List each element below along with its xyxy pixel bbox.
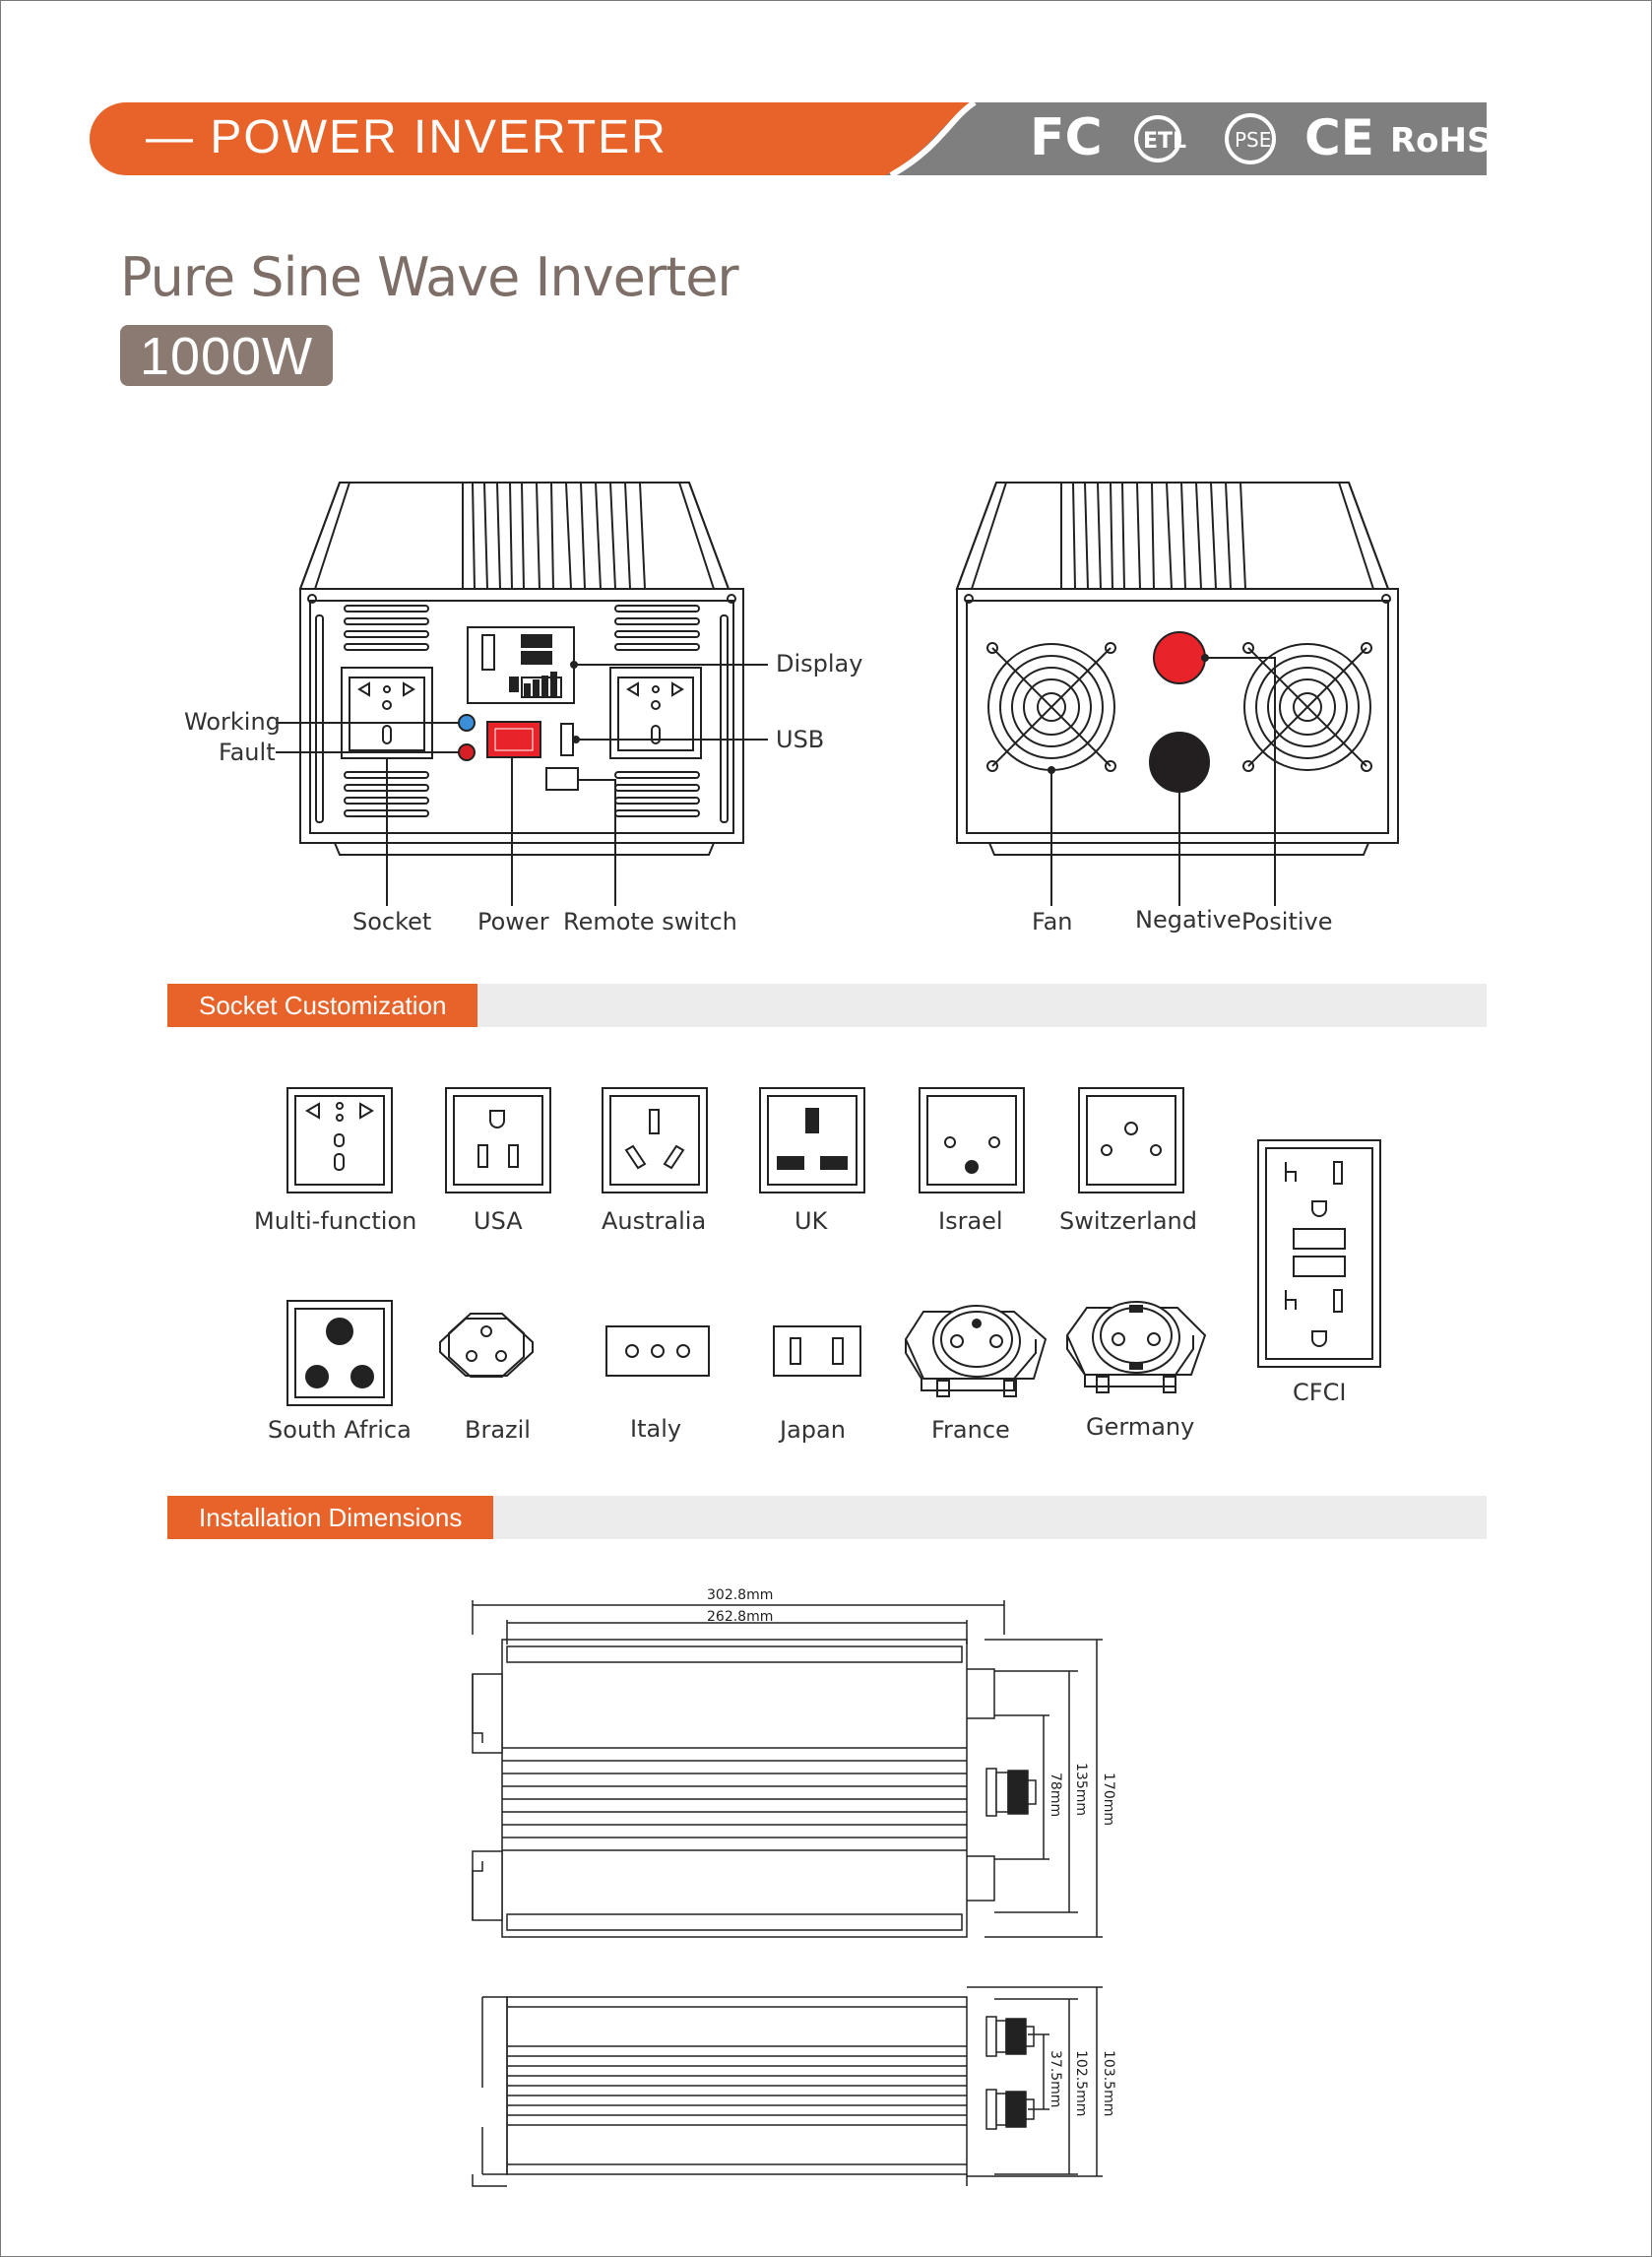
label-power: Power [477, 908, 549, 935]
dimension-drawings: 302.8mm 262.8mm 170mm 135mm 78mm 103.5mm… [472, 1587, 1116, 2187]
header-banner: FC ETL PSE CE RoHS [90, 99, 1491, 178]
positive-terminal [1153, 631, 1206, 684]
label-socket-south-africa: South Africa [268, 1416, 412, 1444]
fc-logo: FC [1030, 108, 1103, 167]
header-swoosh [889, 99, 977, 178]
dim-body-length: 262.8mm [707, 1609, 773, 1625]
socket-cfci-icon [1257, 1139, 1381, 1368]
dim-height-outer: 103.5mm [1101, 2050, 1116, 2116]
dim-height-body: 102.5mm [1073, 2050, 1089, 2116]
socket-italy-icon [605, 1325, 710, 1377]
label-positive: Positive [1241, 908, 1333, 935]
header-gray-bar [866, 102, 1487, 175]
power-switch [486, 721, 541, 758]
etl-logo: ETL [1134, 115, 1186, 162]
socket-france-icon [904, 1305, 1048, 1397]
rear-panel-diagram [955, 482, 1399, 906]
socket-right [609, 667, 702, 759]
label-socket-uk: UK [794, 1207, 828, 1235]
label-remote-switch: Remote switch [563, 908, 737, 935]
rear-heat-fins [956, 482, 1389, 590]
header-title: — POWER INVERTER [146, 111, 667, 163]
socket-section-bar: Socket Customization [167, 984, 1487, 1027]
fan-right-icon [1242, 642, 1372, 772]
dim-terminal-spacing: 78mm [1048, 1773, 1063, 1817]
dimension-fins [502, 1747, 967, 1851]
label-socket-italy: Italy [630, 1415, 682, 1443]
pse-logo: PSE [1225, 113, 1276, 164]
label-socket-japan: Japan [780, 1416, 846, 1444]
label-display: Display [776, 650, 863, 677]
socket-usa-icon [445, 1087, 551, 1193]
dimensions-section-title: Installation Dimensions [167, 1496, 494, 1539]
header-orange-bar [90, 102, 975, 175]
label-socket-cfci: CFCI [1293, 1379, 1347, 1406]
product-name: Pure Sine Wave Inverter [120, 246, 739, 308]
rohs-logo: RoHS [1390, 121, 1491, 161]
socket-brazil-icon [439, 1313, 534, 1378]
socket-switzerland-icon [1078, 1087, 1184, 1193]
socket-japan-icon [773, 1325, 861, 1377]
label-fault: Fault [219, 739, 276, 766]
label-socket-france: France [931, 1416, 1010, 1444]
label-socket-australia: Australia [602, 1207, 707, 1235]
label-socket-germany: Germany [1086, 1413, 1195, 1441]
dim-side-terminal-spacing: 37.5mm [1048, 2050, 1063, 2107]
label-socket: Socket [352, 908, 432, 935]
label-fan: Fan [1032, 908, 1073, 935]
label-socket-multi-function: Multi-function [254, 1207, 417, 1235]
svg-text:ETL: ETL [1143, 129, 1186, 154]
svg-text:PSE: PSE [1235, 128, 1271, 152]
label-working: Working [184, 708, 281, 736]
socket-germany-icon [1065, 1301, 1207, 1393]
label-socket-israel: Israel [938, 1207, 1003, 1235]
label-socket-brazil: Brazil [465, 1416, 531, 1444]
socket-south-africa-icon [286, 1300, 393, 1406]
heat-fins [299, 482, 730, 590]
label-socket-usa: USA [474, 1207, 523, 1235]
negative-terminal [1149, 732, 1210, 793]
dim-width-outer: 170mm [1101, 1773, 1116, 1826]
socket-section-title: Socket Customization [167, 984, 478, 1027]
socket-multi-function-icon [286, 1087, 393, 1193]
socket-australia-icon [602, 1087, 708, 1193]
socket-uk-icon [759, 1087, 865, 1193]
dimensions-section-bar: Installation Dimensions [167, 1496, 1487, 1539]
wattage-badge: 1000W [120, 325, 333, 386]
front-panel-diagram [276, 482, 768, 906]
socket-icons [286, 1087, 1381, 1406]
dim-width-mount: 135mm [1073, 1763, 1089, 1816]
label-negative: Negative [1135, 906, 1241, 934]
dim-overall-length: 302.8mm [707, 1587, 773, 1603]
label-usb: USB [776, 726, 825, 753]
label-socket-switzerland: Switzerland [1059, 1207, 1197, 1235]
ce-logo: CE [1304, 109, 1374, 166]
socket-israel-icon [919, 1087, 1025, 1193]
cert-icons: FC ETL PSE CE RoHS [1030, 108, 1491, 167]
